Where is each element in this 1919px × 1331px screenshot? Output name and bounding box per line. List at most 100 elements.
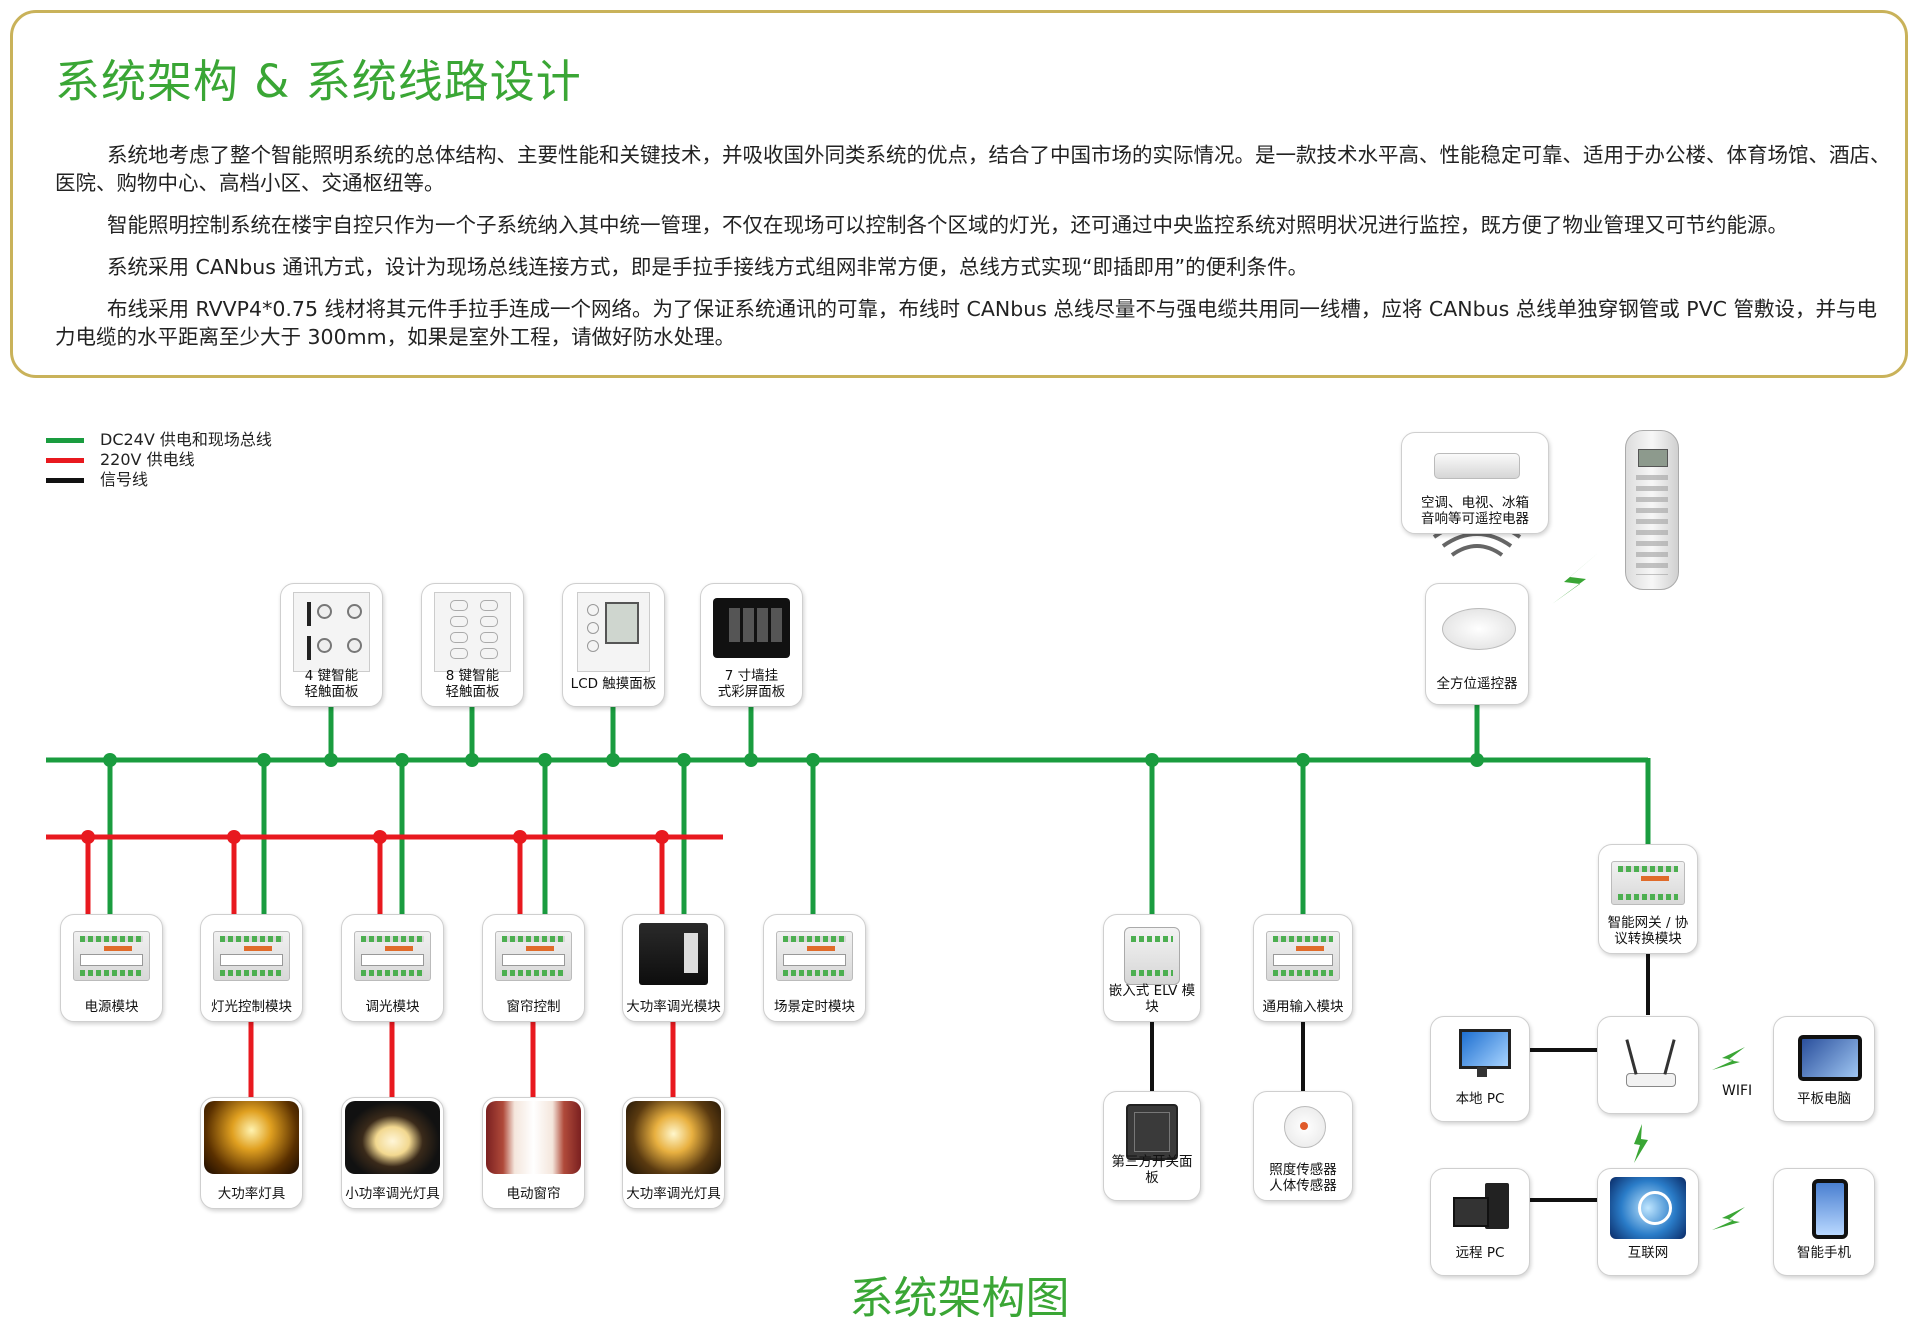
switch-panel-icon bbox=[1126, 1104, 1178, 1160]
module-terminals bbox=[502, 970, 565, 976]
bus-node bbox=[257, 753, 271, 767]
chandelier-icon bbox=[626, 1101, 721, 1174]
module-curtain-control: 窗帘控制 bbox=[482, 914, 585, 1022]
load-electric-curtain: 电动窗帘 bbox=[482, 1097, 585, 1209]
load-high-power-lamp: 大功率灯具 bbox=[200, 1097, 303, 1209]
module-tag bbox=[1295, 946, 1324, 951]
panel-8key: 8 键智能 轻触面板 bbox=[421, 583, 524, 707]
legend-item-bus: DC24V 供电和现场总线 bbox=[46, 430, 272, 450]
module-dimmer: 调光模块 bbox=[341, 914, 444, 1022]
bus-node bbox=[677, 753, 691, 767]
key-icon bbox=[450, 600, 468, 611]
module-terminals bbox=[1273, 970, 1333, 976]
module-strip bbox=[80, 954, 143, 966]
intro-paragraph: 布线采用 RVVP4*0.75 线材将其元件手拉手连成一个网络。为了保证系统通讯… bbox=[55, 297, 1878, 349]
monitor-icon bbox=[1453, 1197, 1489, 1227]
network-label: 互联网 bbox=[1627, 1245, 1669, 1261]
module-label: 调光模块 bbox=[365, 999, 420, 1015]
panel-label: 7 寸墙挂 式彩屏面板 bbox=[717, 668, 786, 700]
module-terminals bbox=[1618, 894, 1678, 900]
module-terminals bbox=[361, 936, 424, 942]
power-node bbox=[81, 830, 95, 844]
elv-module-icon bbox=[1124, 927, 1180, 985]
panel-plate bbox=[293, 592, 370, 672]
load-label: 大功率灯具 bbox=[217, 1186, 286, 1202]
din-module-icon bbox=[495, 931, 572, 981]
lcd-screen bbox=[605, 602, 639, 644]
chandelier-icon bbox=[204, 1101, 299, 1174]
module-image bbox=[350, 923, 435, 987]
load-label: 小功率调光灯具 bbox=[345, 1186, 440, 1202]
module-image bbox=[772, 923, 857, 987]
panel-7inch-image bbox=[709, 592, 794, 672]
load-label: 大功率调光灯具 bbox=[626, 1186, 721, 1202]
appliance-label: 空调、电视、冰箱 音响等可遥控电器 bbox=[1421, 495, 1529, 527]
module-label: 大功率调光模块 bbox=[626, 999, 721, 1015]
module-image bbox=[631, 923, 716, 987]
bolt-icon bbox=[1712, 1047, 1745, 1070]
key-icon bbox=[450, 648, 468, 659]
router-antenna bbox=[1625, 1039, 1638, 1075]
legend-item-power: 220V 供电线 bbox=[46, 450, 272, 470]
module-label: 智能网关 / 协 议转换模块 bbox=[1607, 915, 1689, 947]
panel-7inch: 7 寸墙挂 式彩屏面板 bbox=[700, 583, 803, 707]
key-icon bbox=[587, 604, 599, 616]
switch-label: 第三方开关面板 bbox=[1111, 1154, 1193, 1186]
module-label: 嵌入式 ELV 模块 bbox=[1108, 983, 1196, 1015]
ir-arc bbox=[1450, 544, 1504, 557]
ir-remote-label: 全方位遥控器 bbox=[1436, 676, 1518, 692]
intro-paragraphs: 系统地考虑了整个智能照明系统的总体结构、主要性能和关键技术，并吸收国外同类系统的… bbox=[55, 141, 1895, 365]
intro-paragraph: 系统采用 CANbus 通讯方式，设计为现场总线连接方式，即是手拉手接线方式组网… bbox=[107, 255, 1309, 279]
module-label: 通用输入模块 bbox=[1262, 999, 1344, 1015]
network-label: 智能手机 bbox=[1797, 1245, 1851, 1261]
internet-icon bbox=[1610, 1177, 1686, 1239]
bus-node bbox=[465, 753, 479, 767]
module-gateway: 智能网关 / 协 议转换模块 bbox=[1598, 844, 1698, 954]
module-light-control: 灯光控制模块 bbox=[200, 914, 303, 1022]
module-terminals bbox=[783, 970, 846, 976]
sensor-dot bbox=[1300, 1122, 1308, 1130]
switch-rocker bbox=[1134, 1112, 1170, 1152]
din-module-icon bbox=[73, 931, 150, 981]
phone-icon bbox=[1812, 1179, 1848, 1239]
network-label: 本地 PC bbox=[1455, 1091, 1505, 1107]
load-low-power-dim-lamp: 小功率调光灯具 bbox=[341, 1097, 444, 1209]
wireless-bolts bbox=[1552, 553, 1745, 1230]
module-terminals bbox=[1618, 866, 1678, 872]
bus-node bbox=[606, 753, 620, 767]
module-power: 电源模块 bbox=[60, 914, 163, 1022]
module-tag bbox=[526, 946, 554, 951]
panel-label: 4 键智能 轻触面板 bbox=[304, 668, 359, 700]
tablet-icon bbox=[1798, 1035, 1862, 1081]
din-module-icon bbox=[213, 931, 290, 981]
module-label: 窗帘控制 bbox=[506, 999, 561, 1015]
legend-swatch-green bbox=[46, 437, 84, 443]
din-module-icon bbox=[354, 931, 431, 981]
remote-screen bbox=[1638, 449, 1668, 467]
key-icon bbox=[317, 604, 332, 619]
smartphone-device: 智能手机 bbox=[1773, 1168, 1875, 1276]
sensor-device: 照度传感器 人体传感器 bbox=[1253, 1091, 1353, 1201]
module-label: 灯光控制模块 bbox=[211, 999, 292, 1015]
module-image bbox=[1262, 923, 1344, 987]
legend-label: 信号线 bbox=[100, 470, 149, 489]
legend-label: 220V 供电线 bbox=[100, 450, 195, 469]
tablet-device: 平板电脑 bbox=[1773, 1016, 1875, 1122]
module-tag bbox=[807, 946, 835, 951]
din-module-icon bbox=[1611, 861, 1685, 905]
signal-lines bbox=[1150, 953, 1650, 1202]
cabinet-icon bbox=[639, 923, 708, 985]
diagram-title: 系统架构图 bbox=[849, 1273, 1070, 1324]
din-module-icon bbox=[1266, 931, 1340, 981]
power-node bbox=[655, 830, 669, 844]
network-label: 平板电脑 bbox=[1797, 1091, 1851, 1107]
tablet-image bbox=[1782, 1025, 1866, 1087]
key-icon bbox=[587, 640, 599, 652]
bolt-icon bbox=[1712, 1207, 1745, 1230]
module-terminals bbox=[1131, 970, 1173, 976]
legend: DC24V 供电和现场总线 220V 供电线 信号线 bbox=[46, 430, 272, 490]
panel-8key-image bbox=[430, 592, 515, 672]
module-embedded-elv: 嵌入式 ELV 模块 bbox=[1103, 914, 1201, 1022]
bus-node bbox=[1470, 753, 1484, 767]
